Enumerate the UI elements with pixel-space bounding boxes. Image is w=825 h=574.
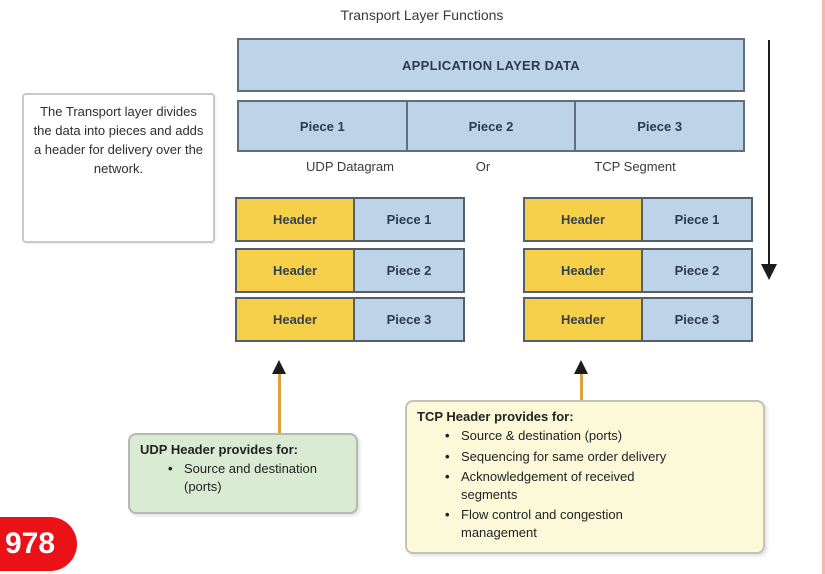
up-arrow-icon [272,360,286,374]
udp-note-box: UDP Header provides for: Source and dest… [128,433,358,514]
up-arrow-stem [580,374,583,401]
application-layer-data-box: APPLICATION LAYER DATA [237,38,745,92]
diagram-title: Transport Layer Functions [340,7,504,23]
tcp-header-cell: Header [525,299,643,340]
tcp-segment-row: Header Piece 2 [523,248,753,293]
tcp-note-bullet: Sequencing for same order delivery [445,448,693,466]
udp-piece-cell: Piece 1 [386,212,432,227]
tcp-segment-row: Header Piece 1 [523,197,753,242]
piece-cell-2: Piece 2 [408,102,577,150]
udp-segment-row: Header Piece 3 [235,297,465,342]
tcp-note-title: TCP Header provides for: [417,409,574,424]
transport-note-box: The Transport layer divides the data int… [22,93,215,243]
udp-segment-row: Header Piece 1 [235,197,465,242]
udp-note-list: Source and destination (ports) [140,460,346,495]
pieces-row: Piece 1 Piece 2 Piece 3 [237,100,745,152]
tcp-note-bullet: Source & destination (ports) [445,427,693,445]
udp-header-cell: Header [237,199,355,240]
udp-header-cell: Header [237,250,355,291]
piece-cell-1: Piece 1 [239,102,408,150]
tcp-piece-cell: Piece 3 [674,312,720,327]
udp-piece-cell: Piece 3 [386,312,432,327]
tcp-piece-cell: Piece 2 [674,263,720,278]
right-edge-line [822,0,825,574]
tcp-note-box: TCP Header provides for: Source & destin… [405,400,765,554]
page-number: 978 [4,527,56,560]
udp-datagram-label: UDP Datagram [306,159,394,174]
down-arrow-icon [768,40,770,266]
or-label: Or [475,159,491,174]
tcp-note-bullet: Flow control and congestion management [445,506,693,541]
up-arrow-stem [278,374,281,434]
udp-note-title: UDP Header provides for: [140,442,298,457]
tcp-note-bullet: Acknowledgement of received segments [445,468,693,503]
page-number-badge: 978 [0,517,77,571]
udp-piece-cell: Piece 2 [386,263,432,278]
tcp-header-cell: Header [525,250,643,291]
down-arrow-head-icon [761,264,777,280]
udp-note-bullet: Source and destination (ports) [168,460,328,495]
tcp-piece-cell: Piece 1 [674,212,720,227]
udp-header-cell: Header [237,299,355,340]
tcp-header-cell: Header [525,199,643,240]
transport-note-text: The Transport layer divides the data int… [33,104,204,176]
tcp-segment-row: Header Piece 3 [523,297,753,342]
tcp-segment-label: TCP Segment [594,159,676,174]
up-arrow-icon [574,360,588,374]
tcp-note-list: Source & destination (ports) Sequencing … [417,427,753,541]
udp-segment-row: Header Piece 2 [235,248,465,293]
piece-cell-3: Piece 3 [637,118,683,134]
